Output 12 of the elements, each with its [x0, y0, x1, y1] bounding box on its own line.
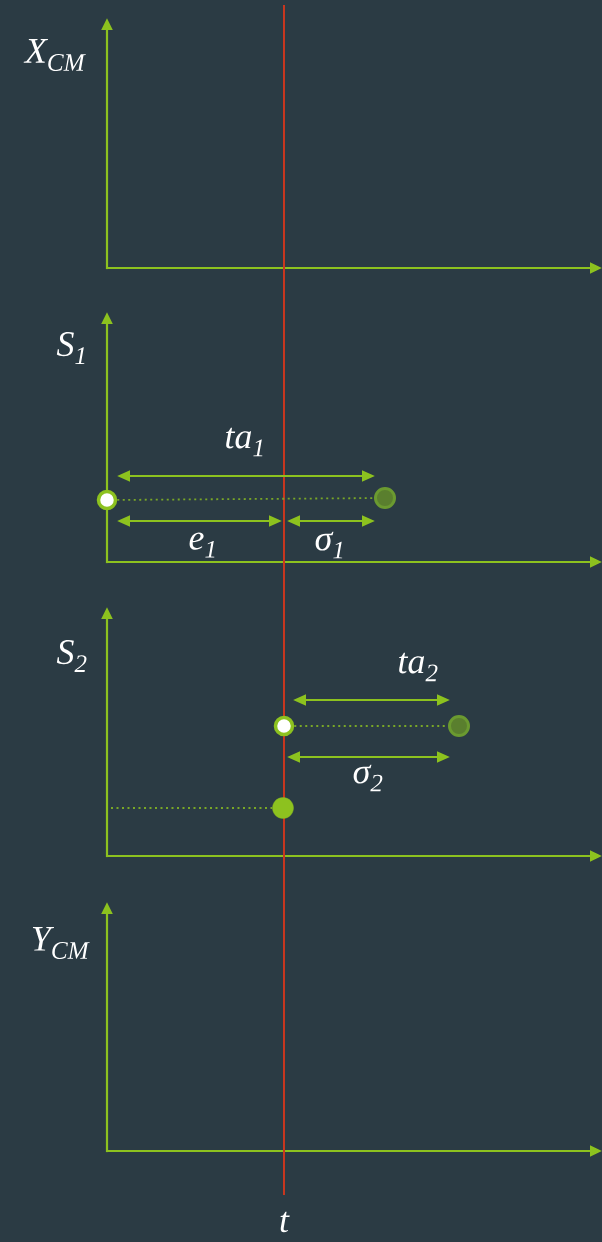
dotted-line: [110, 807, 274, 809]
axis-label: e$_{1}$: [189, 532, 215, 558]
axis-label: σ$_{2}$: [353, 764, 383, 792]
axis-label: Y$_{CM}$: [32, 927, 90, 959]
dotted-line: [116, 497, 375, 501]
axis-label: S$_{2}$: [56, 640, 87, 672]
open-dot: [96, 489, 118, 511]
filled-dot: [272, 797, 294, 819]
axis-label: ta$_{1}$: [226, 427, 263, 457]
axis-label: t: [280, 1211, 290, 1233]
open-dot: [273, 715, 295, 737]
axis-label: X$_{CM}$: [23, 39, 86, 71]
